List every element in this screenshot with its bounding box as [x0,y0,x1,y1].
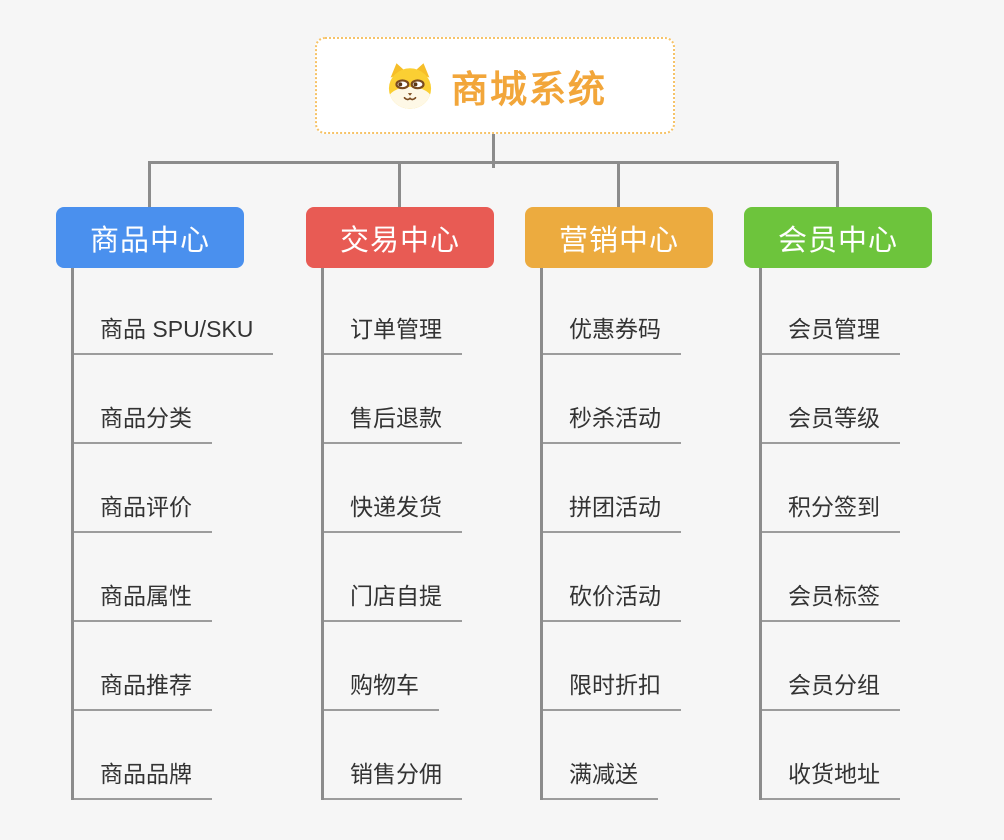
leaf-node[interactable]: 砍价活动 [543,580,681,622]
leaf-node[interactable]: 优惠券码 [543,313,681,355]
branch-node-marketing-center[interactable]: 营销中心 [525,207,713,268]
leaf-node[interactable]: 商品属性 [74,580,212,622]
leaf-node[interactable]: 售后退款 [324,402,462,444]
branch-column-trade-center: 订单管理 售后退款 快递发货 门店自提 购物车 销售分佣 [321,268,599,800]
leaf-node[interactable]: 门店自提 [324,580,462,622]
branch-node-product-center[interactable]: 商品中心 [56,207,244,268]
root-node[interactable]: 商城系统 [315,37,675,134]
leaf-node[interactable]: 商品品牌 [74,758,212,800]
leaf-node[interactable]: 会员标签 [762,580,900,622]
leaf-node[interactable]: 满减送 [543,758,658,800]
root-title: 商城系统 [451,68,607,110]
leaf-node[interactable]: 商品推荐 [74,669,212,711]
leaf-node[interactable]: 拼团活动 [543,491,681,533]
leaf-node[interactable]: 销售分佣 [324,758,462,800]
connector-drop-branch-2 [398,161,401,207]
branch-column-product-center: 商品 SPU/SKU 商品分类 商品评价 商品属性 商品推荐 商品品牌 [71,268,349,800]
connector-root-drop [492,133,495,168]
branch-column-member-center: 会员管理 会员等级 积分签到 会员标签 会员分组 收货地址 [759,268,1004,800]
leaf-node[interactable]: 商品分类 [74,402,212,444]
branch-node-trade-center[interactable]: 交易中心 [306,207,494,268]
leaf-node[interactable]: 积分签到 [762,491,900,533]
leaf-node[interactable]: 会员等级 [762,402,900,444]
leaf-node[interactable]: 收货地址 [762,758,900,800]
branch-node-member-center[interactable]: 会员中心 [744,207,932,268]
leaf-node[interactable]: 秒杀活动 [543,402,681,444]
leaf-node[interactable]: 商品 SPU/SKU [74,313,274,355]
leaf-node[interactable]: 商品评价 [74,491,212,533]
connector-drop-branch-1 [148,161,151,207]
shiba-dog-icon [388,62,432,109]
leaf-node[interactable]: 限时折扣 [543,669,681,711]
leaf-node[interactable]: 快递发货 [324,491,462,533]
branch-column-marketing-center: 优惠券码 秒杀活动 拼团活动 砍价活动 限时折扣 满减送 [540,268,818,800]
connector-drop-branch-3 [617,161,620,207]
connector-bus [148,161,839,164]
leaf-node[interactable]: 会员管理 [762,313,900,355]
leaf-node[interactable]: 订单管理 [324,313,462,355]
leaf-node[interactable]: 会员分组 [762,669,900,711]
leaf-node[interactable]: 购物车 [324,669,439,711]
connector-drop-branch-4 [836,161,839,207]
